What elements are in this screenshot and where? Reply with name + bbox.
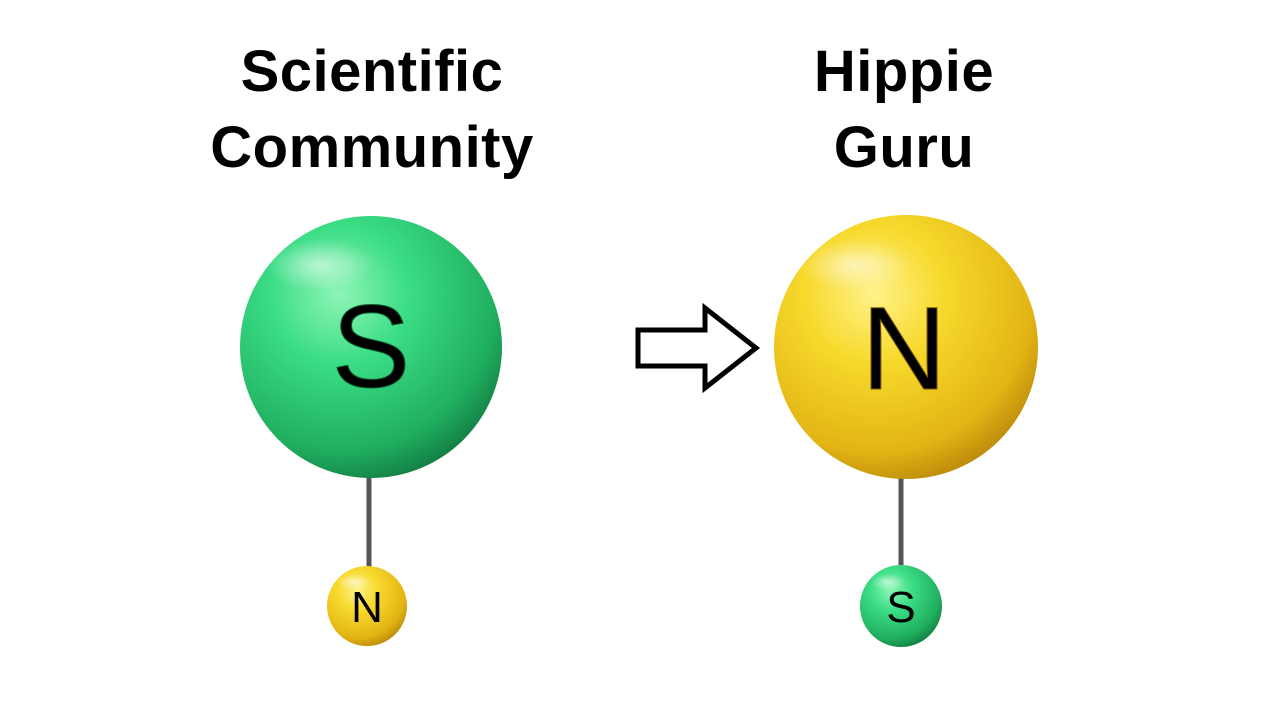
left-title-line-1: Scientific [240, 39, 504, 104]
right-title: Hippie Guru [664, 34, 1144, 186]
right-arrow-outline-icon [635, 302, 761, 394]
right-title-line-1: Hippie [813, 39, 995, 104]
left-big-sphere [240, 216, 502, 478]
left-title: Scientific Community [132, 34, 612, 186]
right-big-letter: N [861, 283, 946, 415]
left-small-sphere [327, 566, 407, 646]
right-big-sphere [774, 215, 1038, 479]
right-small-sphere [860, 565, 942, 647]
left-title-line-2: Community [210, 115, 534, 180]
left-small-letter: N [351, 583, 383, 632]
right-title-line-2: Guru [833, 115, 975, 180]
left-big-letter: S [332, 281, 411, 413]
right-small-letter: S [886, 583, 915, 632]
